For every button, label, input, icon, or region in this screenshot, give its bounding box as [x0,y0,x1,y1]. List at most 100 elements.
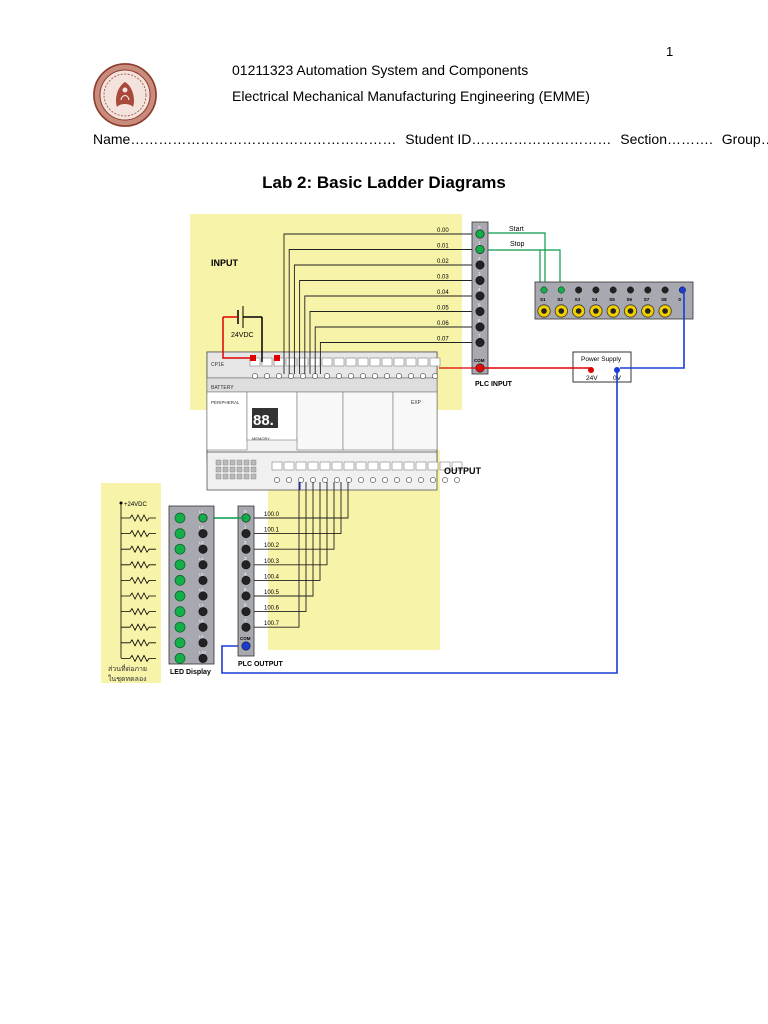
input-terminal-number: 0 [478,225,481,230]
io-indicator [215,466,222,473]
plc-output-screw [391,461,403,471]
output-terminal[interactable] [241,529,251,539]
thai-note-line1: ส่วนที่ต่อภาย [108,664,147,673]
led-label: L10 [199,649,206,654]
output-terminal[interactable] [241,622,251,632]
output-terminal-number: 6 [244,603,247,608]
input-terminal[interactable] [475,260,485,270]
plc-output-screw-lower [274,477,280,483]
output-terminal[interactable] [241,591,251,601]
input-terminal-number: 3 [478,272,481,277]
led-terminal[interactable] [198,638,208,648]
plc-output-screw-lower [370,477,376,483]
input-com-label: COM [474,358,485,363]
power-supply-24v: 24V [586,375,598,382]
output-wire [246,482,342,535]
switch-button-center [541,308,547,314]
resistor [121,560,156,569]
switch-terminal[interactable] [592,286,600,294]
led-terminal[interactable] [198,575,208,585]
io-indicator [243,459,250,466]
input-terminal[interactable] [475,291,485,301]
plc-input-screw [333,357,345,367]
resistor [121,654,156,663]
io-indicator [222,466,229,473]
output-terminal-number: 7 [244,618,247,623]
plc-output-screw-lower [346,477,352,483]
plc-output-screw-lower [310,477,316,483]
switch-button-center [662,308,668,314]
led-indicator [174,559,186,571]
switch-label: S4 [592,297,598,302]
output-terminal-number: 5 [244,587,247,592]
output-terminal-number: 1 [244,525,247,530]
led-terminal[interactable] [198,591,208,601]
input-terminal[interactable] [475,229,485,239]
switch-label: S3 [575,297,581,302]
switch-terminal[interactable] [661,286,669,294]
group-field[interactable]: Group……… [721,131,768,147]
plc-output-screw [379,461,391,471]
led-terminal[interactable] [198,544,208,554]
plc-output-screw-lower [406,477,412,483]
input-terminal[interactable] [475,276,485,286]
plc-output-screw [283,461,295,471]
plc-input-screw-lower [372,373,378,379]
led-terminal[interactable] [198,513,208,523]
led-label: L9 [199,634,204,639]
output-terminal[interactable] [241,544,251,554]
plc-input-screw [285,357,297,367]
switch-terminal[interactable] [609,286,617,294]
battery-symbol [222,306,280,362]
output-terminal[interactable] [241,560,251,570]
resistor [121,576,156,585]
led-terminal[interactable] [198,653,208,663]
led-label: L8 [199,618,204,623]
plc-input-screw-lower [288,373,294,379]
section-field[interactable]: Section………. [620,131,713,147]
output-terminal-number: 0 [244,509,247,514]
start-label: Start [509,226,524,233]
led-terminal[interactable] [198,560,208,570]
switch-terminal[interactable] [627,286,634,294]
plc-output-screw [355,461,367,471]
output-terminal-number: 2 [244,540,247,545]
output-wire [246,482,321,581]
switch-terminal[interactable] [575,286,583,294]
plc-output-screw [331,461,343,471]
io-indicator [229,466,236,473]
switch-terminal[interactable] [557,286,565,294]
input-wires [283,233,480,374]
output-terminal[interactable] [241,575,251,585]
input-terminal[interactable] [475,244,485,254]
switch-terminal[interactable] [644,286,652,294]
plc-input-screw [369,357,381,367]
plc-output-screw [367,461,379,471]
plc-output-label: PLC OUTPUT [238,661,283,668]
input-terminal[interactable] [475,338,485,348]
student-id-field[interactable]: Student ID………………………… [405,131,612,147]
output-terminal[interactable] [241,607,251,617]
output-wire [246,482,335,550]
input-terminal[interactable] [475,307,485,317]
plc-input-screw [261,357,273,367]
output-wire [246,482,300,628]
input-terminal[interactable] [475,322,485,332]
department-name: Electrical Mechanical Manufacturing Engi… [232,88,590,104]
plc-input-screw [417,357,429,367]
led-terminal[interactable] [198,529,208,539]
output-com-terminal[interactable] [241,641,251,651]
plc-input-screw-lower [276,373,282,379]
led-terminal[interactable] [198,607,208,617]
led-display-label: LED Display [170,669,211,676]
input-wire [314,326,480,374]
switch-terminal[interactable] [540,286,548,294]
output-address: 100.5 [264,590,280,596]
name-field[interactable]: Name………………………………………………… [93,131,397,147]
led-terminal[interactable] [198,622,208,632]
input-address: 0.03 [437,275,449,281]
plc-input-screw-lower [408,373,414,379]
